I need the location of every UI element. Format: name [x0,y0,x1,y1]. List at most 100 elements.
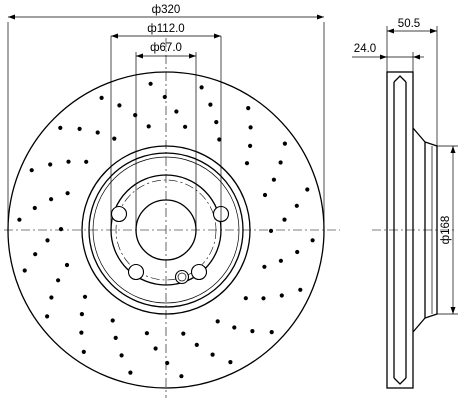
drill-hole [215,319,220,324]
drill-hole [282,141,287,146]
drill-hole [112,136,117,141]
drill-hole [250,329,255,334]
vent-bottom-cap [393,377,407,385]
drill-hole [248,143,253,148]
drill-hole [32,205,37,211]
drill-hole [208,102,213,107]
drill-hole [58,125,63,130]
drill-hole [271,177,276,182]
drill-hole [77,126,82,131]
drill-hole [199,85,204,90]
bolt-hole [110,205,128,223]
drill-hole [194,342,199,347]
dimension-disc-thickness: 24.0 [352,43,424,72]
hat-ring-outer [81,145,251,315]
drill-hole [165,360,170,366]
drill-hole [269,330,274,335]
drill-hole [278,160,283,165]
drill-hole [49,295,54,300]
drill-hole [79,330,84,335]
dimension-outer-diameter: ф320 [7,4,325,228]
drill-hole [45,314,50,319]
cross-drilled-holes [17,81,315,379]
drill-hole [162,94,167,100]
drill-hole [82,294,88,299]
drill-hole [295,249,300,255]
drill-hole [305,187,310,192]
drill-hole [243,296,248,301]
drill-hole [64,262,70,268]
drill-hole [278,258,283,263]
drill-hole [84,159,89,164]
drill-hole [179,374,184,379]
drill-hole [56,278,61,283]
bolt-hole [127,263,145,281]
drill-hole [310,238,315,243]
drill-hole [65,191,70,196]
drill-hole [174,109,179,114]
drill-hole [282,217,287,222]
drill-hole [99,95,104,100]
drill-hole [268,228,274,233]
drill-hole [17,217,22,222]
drill-hole [279,293,284,298]
bore-diameter-label: ф67.0 [150,42,182,54]
drill-hole [298,287,303,292]
drill-hole [119,353,124,358]
drill-hole [81,349,86,354]
drill-hole [48,162,53,167]
vent-top-cap [393,75,407,83]
drill-hole [294,203,299,208]
drill-hole [148,81,153,86]
locating-screw-hole [174,269,190,285]
outer-diameter-label: ф320 [152,4,181,16]
drill-hole [66,159,71,164]
drill-hole [144,331,149,336]
drill-hole [153,346,158,351]
drill-hole [58,227,64,232]
drill-hole [214,120,219,125]
drill-hole [45,238,50,243]
drill-hole [49,197,54,202]
drill-hole [262,192,268,198]
center-diameter-label: ф112.0 [147,23,184,35]
hat-ring-inner [92,156,240,304]
bolt-hole [190,263,208,281]
drill-hole [261,296,266,301]
drill-hole [146,124,151,129]
drill-hole [33,252,38,257]
drill-hole [95,130,100,135]
drill-hole [113,335,118,340]
locating-screw-thread [177,272,187,282]
drill-hole [133,113,138,118]
side-view: 50.5 24.0 ф168 [352,18,458,389]
disc-thickness-label: 24.0 [354,43,376,55]
drill-hole [246,106,251,111]
drill-hole [210,352,215,357]
drill-hole [22,268,27,273]
drill-hole [181,331,186,336]
dimension-overall-width: 50.5 [386,18,438,146]
disc-outer-edge [7,71,325,389]
dimension-hat-diameter: ф168 [437,145,458,315]
drill-hole [79,312,84,317]
drill-hole [29,168,34,173]
drill-hole [248,125,253,130]
drill-hole [110,318,115,323]
drill-hole [232,325,237,330]
front-view: ф320 ф112.0 ф67.0 [4,4,340,398]
bolt-circle [115,179,217,281]
dimension-center-diameter: ф112.0 [110,23,222,230]
hat-diameter-label: ф168 [440,216,452,245]
drill-hole [262,264,267,269]
drill-hole [244,161,250,166]
drill-hole [128,370,133,375]
hat-ring-middle [88,152,244,308]
drill-hole [217,137,222,142]
overall-width-label: 50.5 [398,18,420,30]
dimension-bore-diameter: ф67.0 [135,42,197,230]
drill-hole [228,360,233,365]
drill-hole [117,103,122,108]
drill-hole [183,124,188,129]
